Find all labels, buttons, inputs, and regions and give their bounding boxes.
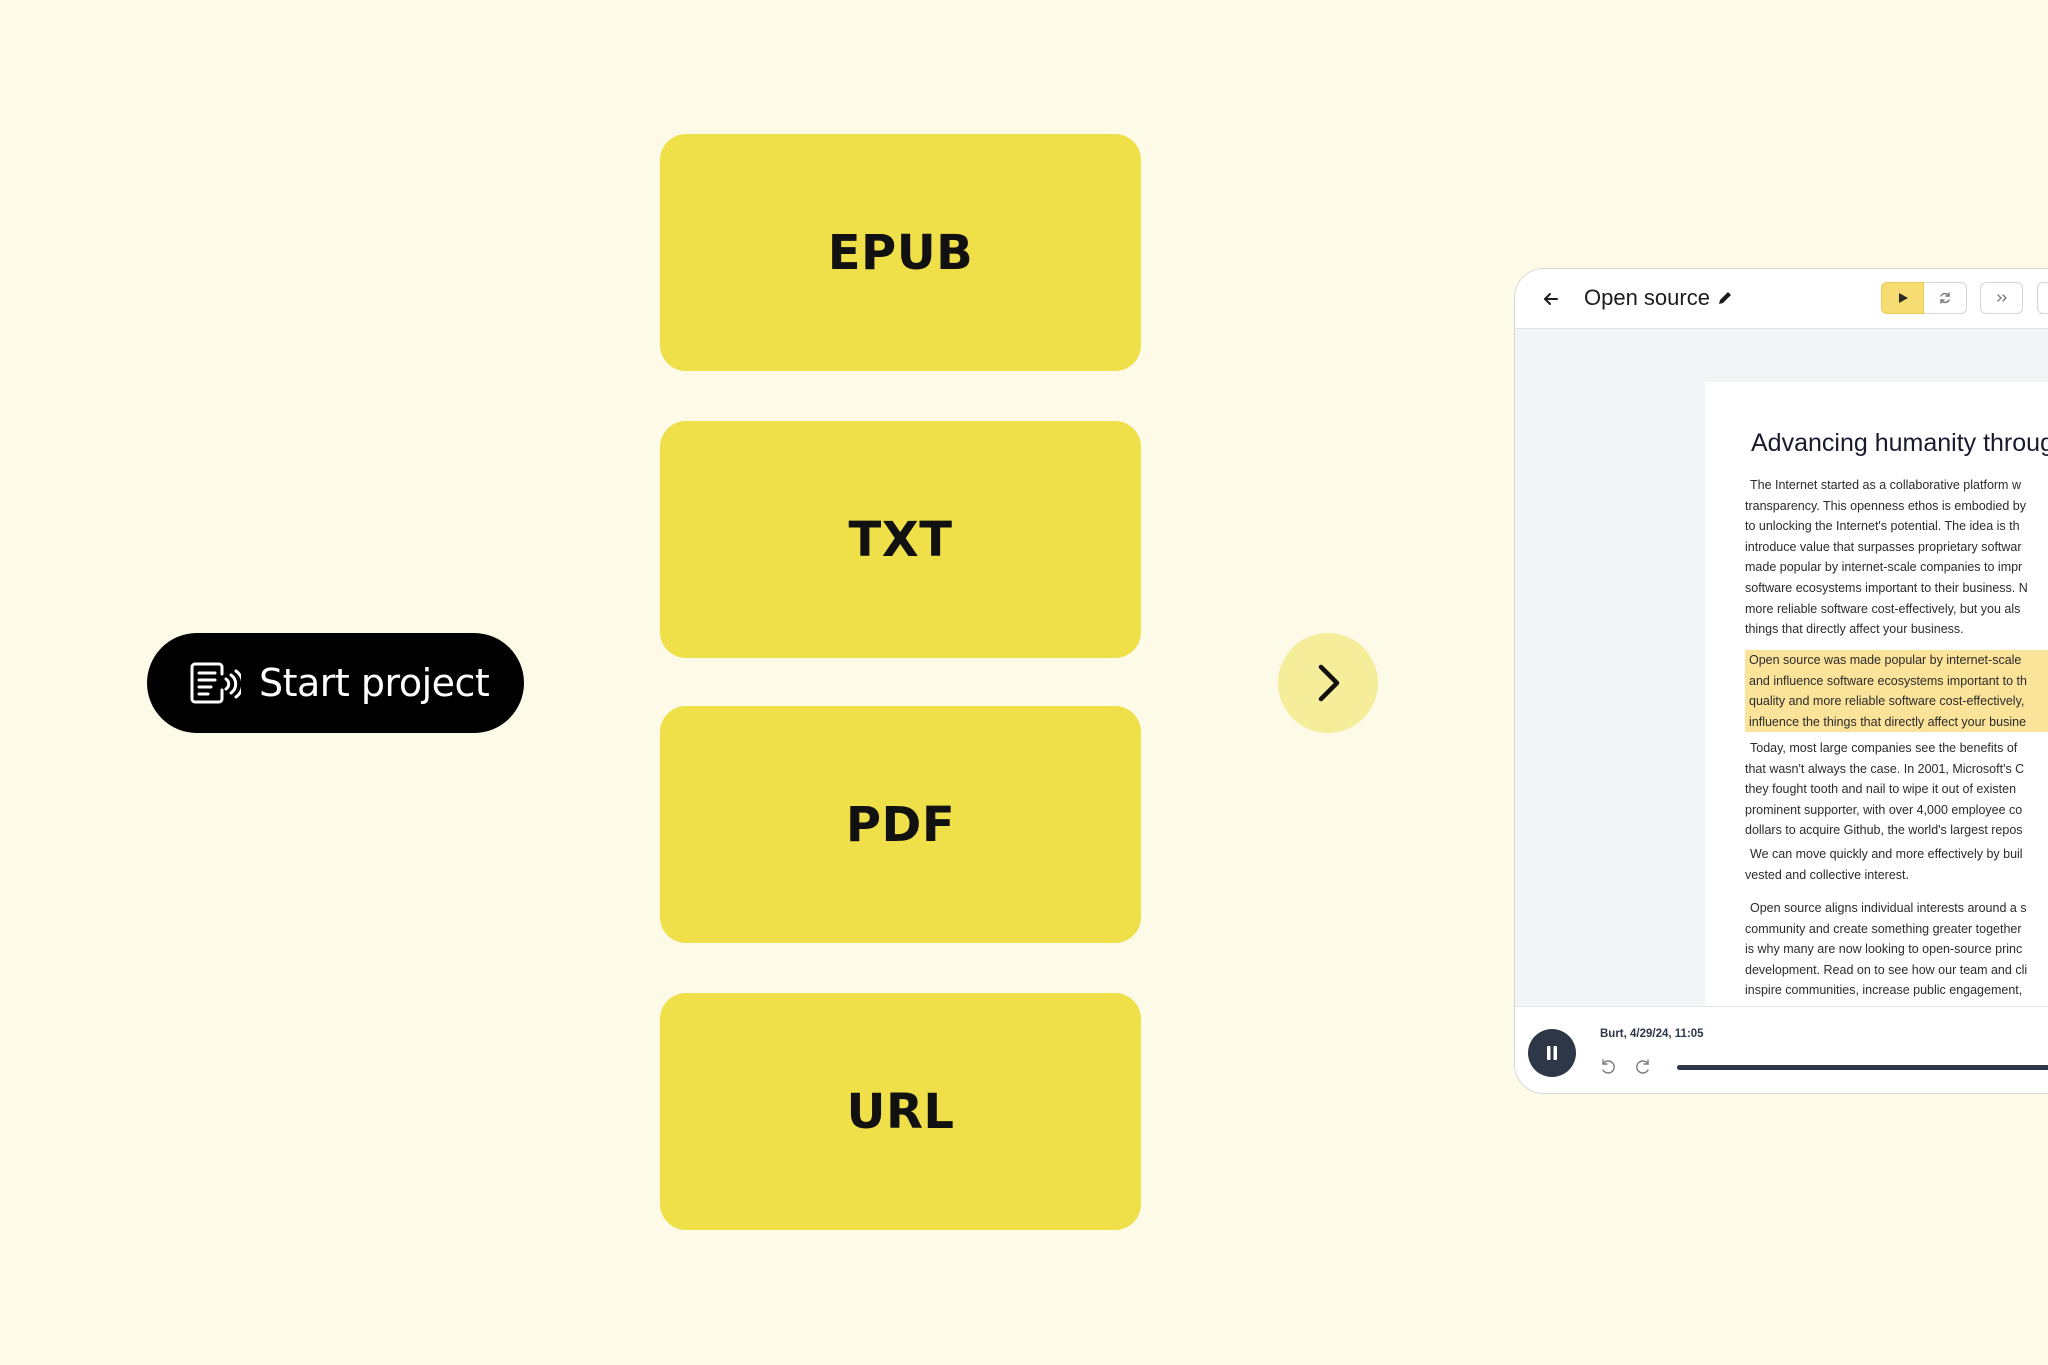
format-label: EPUB [827, 224, 974, 281]
text-line: vested and collective interest. [1745, 867, 1909, 882]
pause-button[interactable] [1528, 1029, 1576, 1077]
play-icon [1898, 293, 1908, 303]
next-button[interactable] [1278, 633, 1378, 733]
paragraph: Today, most large companies see the bene… [1745, 738, 2048, 841]
text-line: things that directly affect your busines… [1745, 622, 1964, 637]
refresh-icon [1940, 292, 1950, 304]
app-header: Open source [1515, 269, 2048, 329]
arrow-left-icon[interactable] [1541, 289, 1561, 309]
text-line: introduce value that surpasses proprieta… [1745, 539, 2022, 554]
app-window: Advancing humanity throug The Internet s… [1514, 268, 2048, 1094]
text-line: to unlocking the Internet's potential. T… [1745, 519, 2020, 534]
text-line: more reliable software cost-effectively,… [1745, 601, 2021, 616]
text-line: software ecosystems important to their b… [1745, 580, 2028, 595]
format-label: PDF [845, 796, 956, 853]
text-line: and influence software ecosystems import… [1749, 673, 2027, 688]
text-line: development. Read on to see how our team… [1745, 962, 2028, 977]
document-heading: Advancing humanity throug [1751, 429, 2048, 457]
format-label: TXT [848, 511, 953, 568]
progress-bar[interactable] [1677, 1065, 2048, 1070]
pause-icon [1547, 1046, 1557, 1060]
text-line: influence the things that directly affec… [1749, 714, 2027, 729]
pencil-icon[interactable] [1715, 288, 1735, 308]
player-meta: Burt, 4/29/24, 11:05 [1600, 1028, 1704, 1040]
text-line: is why many are now looking to open-sour… [1745, 942, 2023, 957]
document-audio-icon [189, 660, 241, 706]
text-line: Today, most large companies see the bene… [1750, 741, 2018, 755]
text-line: prominent supporter, with over 4,000 emp… [1745, 802, 2023, 817]
text-line: dollars to acquire Github, the world's l… [1745, 823, 2023, 838]
start-project-label: Start project [259, 661, 490, 705]
text-line: The Internet started as a collaborative … [1750, 478, 2021, 492]
text-line: Open source aligns individual interests … [1750, 901, 2027, 915]
text-line: quality and more reliable software cost-… [1749, 694, 2025, 709]
start-project-button[interactable]: Start project [147, 633, 524, 733]
text-line: that wasn't always the case. In 2001, Mi… [1745, 761, 2025, 776]
fast-forward-button[interactable] [1980, 282, 2023, 314]
text-line: Open source was made popular by internet… [1749, 653, 2022, 667]
text-line: made popular by internet-scale companies… [1745, 560, 2023, 575]
text-line: inspire communities, increase public eng… [1745, 983, 2023, 998]
play-button[interactable] [1881, 282, 1924, 314]
text-line: they fought tooth and nail to wipe it ou… [1745, 782, 2017, 797]
text-line: community and create something greater t… [1745, 921, 2022, 936]
paragraph: The Internet started as a collaborative … [1745, 475, 2048, 640]
text-line: We can move quickly and more effectively… [1750, 847, 2023, 861]
text-line: transparency. This openness ethos is emb… [1745, 498, 2026, 513]
format-card-pdf[interactable]: PDF [660, 706, 1141, 943]
skip-forward-icon[interactable] [1633, 1057, 1653, 1077]
format-card-epub[interactable]: EPUB [660, 134, 1141, 371]
refresh-button[interactable] [1924, 282, 1967, 314]
format-label: URL [846, 1083, 955, 1140]
format-card-txt[interactable]: TXT [660, 421, 1141, 658]
highlighted-paragraph: Open source was made popular by internet… [1745, 650, 2048, 733]
skip-back-icon[interactable] [1598, 1057, 1618, 1077]
chevron-right-icon [1318, 664, 1340, 702]
document-title: Open source [1584, 285, 1710, 310]
paragraph: We can move quickly and more effectively… [1745, 844, 2048, 885]
progress-fill [1677, 1065, 2048, 1070]
more-button[interactable] [2037, 282, 2048, 314]
fast-forward-icon [1996, 294, 2007, 302]
audio-player: Burt, 4/29/24, 11:05 [1515, 1006, 2048, 1093]
paragraph: Open source aligns individual interests … [1745, 898, 2048, 1001]
format-card-url[interactable]: URL [660, 993, 1141, 1230]
